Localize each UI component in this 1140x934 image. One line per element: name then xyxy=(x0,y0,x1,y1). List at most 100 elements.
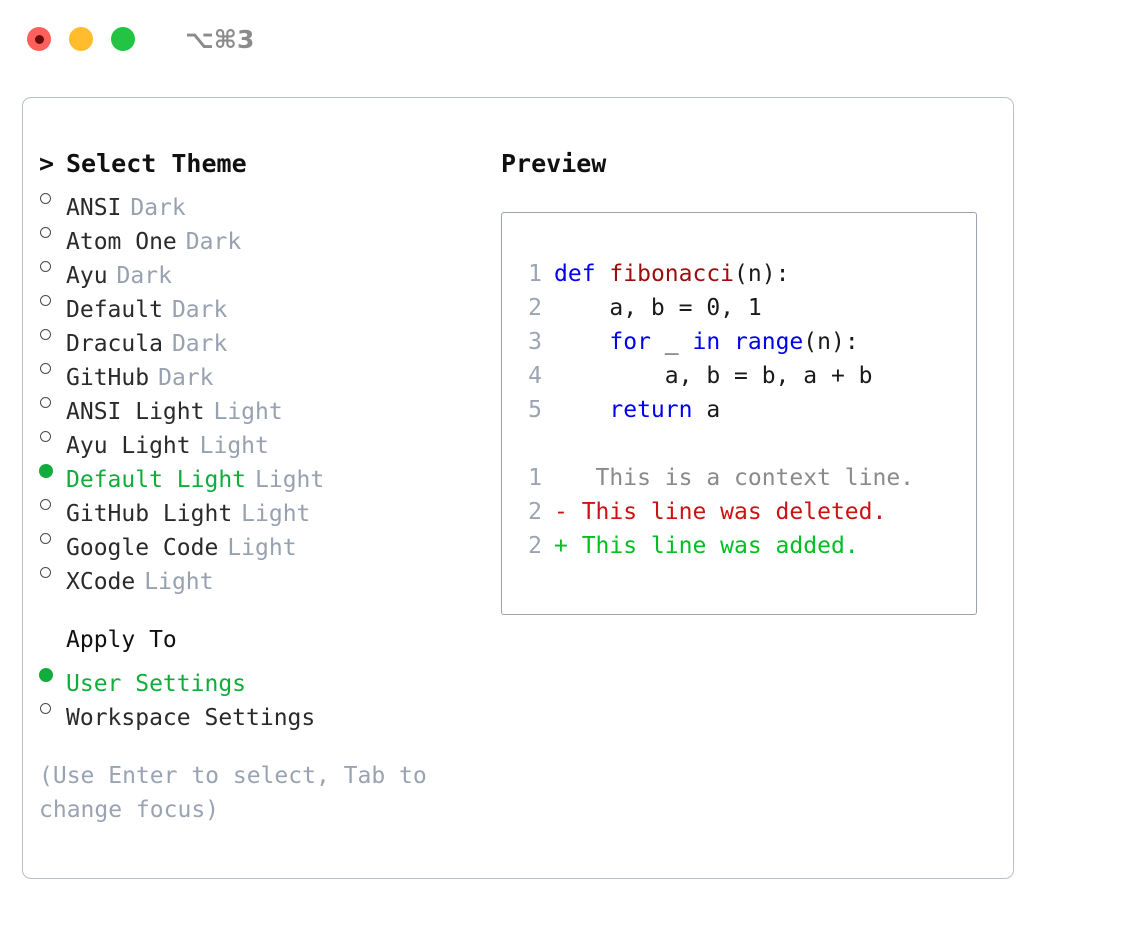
theme-item-default-light[interactable]: Default Light Light xyxy=(39,453,499,493)
diff-text: + This line was added. xyxy=(554,533,859,559)
theme-item-label: Default Light xyxy=(66,467,247,493)
theme-item-label: GitHub Light xyxy=(66,501,233,527)
code-token xyxy=(554,329,609,355)
apply-to-item-workspace-settings[interactable]: Workspace Settings xyxy=(39,691,499,731)
theme-item-label: ANSI xyxy=(66,195,122,221)
code-token: in xyxy=(692,329,721,355)
theme-kind-label: Dark xyxy=(158,365,214,391)
theme-kind-label: Dark xyxy=(130,195,186,221)
radio-unselected-icon[interactable] xyxy=(39,555,66,589)
theme-kind-label: Light xyxy=(213,399,283,425)
keyboard-hint-text: (Use Enter to select, Tab to change focu… xyxy=(39,763,441,823)
apply-to-item-user-settings[interactable]: User Settings xyxy=(39,657,499,697)
radio-glyph xyxy=(40,703,51,714)
theme-kind-label: Dark xyxy=(116,263,172,289)
theme-item-label: Ayu Light xyxy=(66,433,191,459)
window-controls xyxy=(27,27,135,51)
code-blank-line xyxy=(516,427,914,461)
maximize-button[interactable] xyxy=(111,27,135,51)
theme-item-label: Google Code xyxy=(66,535,219,561)
radio-glyph xyxy=(40,329,51,340)
radio-glyph xyxy=(40,431,51,442)
theme-item-ansi-light[interactable]: ANSI Light Light xyxy=(39,385,499,425)
code-token: a, b = 0, 1 xyxy=(554,295,762,321)
radio-selected-icon[interactable] xyxy=(39,453,66,487)
code-line-number: 4 xyxy=(528,363,542,389)
radio-unselected-icon[interactable] xyxy=(39,521,66,555)
theme-kind-label: Light xyxy=(241,501,311,527)
radio-glyph xyxy=(39,464,53,478)
radio-glyph xyxy=(40,397,51,408)
theme-item-label: ANSI Light xyxy=(66,399,205,425)
code-token: _ xyxy=(650,329,693,355)
title-bar: ⌥⌘3 xyxy=(0,0,1140,78)
code-token: def xyxy=(554,261,596,287)
radio-glyph xyxy=(40,261,51,272)
theme-kind-label: Light xyxy=(199,433,269,459)
radio-unselected-icon[interactable] xyxy=(39,385,66,419)
apply-to-item-label: User Settings xyxy=(66,671,247,697)
radio-selected-icon[interactable] xyxy=(39,657,66,691)
radio-glyph xyxy=(40,567,51,578)
code-line: 4 a, b = b, a + b xyxy=(516,359,914,393)
theme-kind-label: Light xyxy=(227,535,297,561)
radio-glyph xyxy=(40,533,51,544)
diff-line: 2- This line was deleted. xyxy=(516,495,914,529)
theme-item-label: XCode xyxy=(66,569,136,595)
diff-text: - This line was deleted. xyxy=(554,499,887,525)
code-line-number: 2 xyxy=(528,295,542,321)
radio-unselected-icon[interactable] xyxy=(39,691,66,725)
radio-unselected-icon[interactable] xyxy=(39,215,66,249)
radio-unselected-icon[interactable] xyxy=(39,419,66,453)
code-line-number: 2 xyxy=(528,533,542,559)
theme-item-default[interactable]: Default Dark xyxy=(39,283,499,323)
diff-line: 1 This is a context line. xyxy=(516,461,914,495)
theme-item-label: GitHub xyxy=(66,365,150,391)
theme-item-ansi[interactable]: ANSI Dark xyxy=(39,181,499,221)
code-line: 2 a, b = 0, 1 xyxy=(516,291,914,325)
radio-glyph xyxy=(39,668,53,682)
code-line: 5 return a xyxy=(516,393,914,427)
theme-item-label: Default xyxy=(66,297,163,323)
close-button[interactable] xyxy=(27,27,51,51)
theme-kind-label: Light xyxy=(255,467,325,493)
radio-unselected-icon[interactable] xyxy=(39,317,66,351)
radio-unselected-icon[interactable] xyxy=(39,283,66,317)
apply-to-item-label: Workspace Settings xyxy=(66,705,316,731)
code-line-number: 1 xyxy=(528,465,542,491)
theme-item-google-code[interactable]: Google Code Light xyxy=(39,521,499,561)
radio-unselected-icon[interactable] xyxy=(39,181,66,215)
radio-unselected-icon[interactable] xyxy=(39,487,66,521)
theme-item-ayu-light[interactable]: Ayu Light Light xyxy=(39,419,499,459)
code-line-number: 5 xyxy=(528,397,542,423)
theme-item-github-light[interactable]: GitHub Light Light xyxy=(39,487,499,527)
radio-unselected-icon[interactable] xyxy=(39,351,66,385)
radio-unselected-icon[interactable] xyxy=(39,249,66,283)
code-token: return xyxy=(609,397,693,423)
code-line-number: 3 xyxy=(528,329,542,355)
code-token xyxy=(720,329,734,355)
apply-to-heading: Apply To xyxy=(66,627,177,653)
theme-item-github[interactable]: GitHub Dark xyxy=(39,351,499,391)
radio-glyph xyxy=(40,499,51,510)
minimize-button[interactable] xyxy=(69,27,93,51)
code-token: (n): xyxy=(734,261,790,287)
keyboard-shortcut-label: ⌥⌘3 xyxy=(185,24,255,54)
diff-text: This is a context line. xyxy=(554,465,915,491)
code-token: range xyxy=(734,329,804,355)
code-token: a, b = b, a + b xyxy=(554,363,873,389)
theme-kind-label: Dark xyxy=(171,297,228,323)
code-token: for xyxy=(609,329,651,355)
